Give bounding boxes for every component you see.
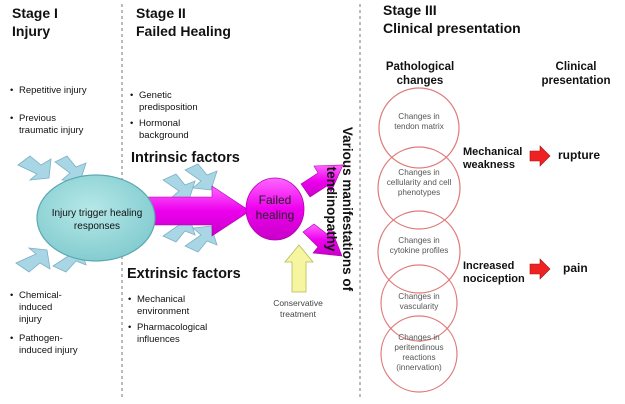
arrow-top-left [17,155,52,181]
change-cytokine: Changes in cytokine profiles [389,236,449,255]
outcome-cause-nociception: Increased nociception [463,260,525,285]
cause-item: •Previous traumatic injury [10,113,84,136]
cause-item: •Repetitive injury [10,85,87,96]
change-tendon-matrix: Changes in tendon matrix [394,112,444,131]
cause-item: •Chemical-induced injury [10,290,62,325]
outcome-cause-mechanical: Mechanical weakness [463,146,523,171]
red-arrow-pain [529,258,551,280]
extrinsic-heading: Extrinsic factors [127,266,241,282]
stage1-subtitle: Injury [12,23,51,39]
stage2-subtitle: Failed Healing [136,23,231,39]
injury-ellipse [36,174,156,262]
stage3-subtitle: Clinical presentation [383,20,521,36]
circle-vascularity [380,264,458,342]
conservative-treatment-arrow [284,244,314,293]
injury-ellipse-label: Injury trigger healing responses [51,208,143,232]
cause-item: •Pathogen-induced injury [10,333,78,356]
change-peritendinous: Changes in peritendinous reactions (inne… [394,333,444,372]
arrow-up-manifestations [300,164,344,198]
change-cellularity: Changes in cellularity and cell phenotyp… [386,168,452,197]
arrow-down-manifestations [302,223,343,257]
manifestations-vertical-label: Various manifestations of tendinopathy [324,126,355,292]
extrinsic-item: •Mechanical environment [128,294,190,317]
circle-tendon-matrix [378,87,460,169]
circle-cellularity [377,146,461,230]
circle-peritendinous [380,315,458,393]
change-vascularity: Changes in vascularity [398,292,440,311]
intrinsic-item: •Genetic predisposition [130,90,198,113]
intrinsic-item: •Hormonal background [130,118,189,141]
failed-healing-label: Failed healing [255,193,295,222]
outcome-result-rupture: rupture [558,148,600,162]
circle-cytokine [377,210,461,294]
arrow-to-failed-healing [147,185,251,237]
extrinsic-item: •Pharmacological influences [128,322,208,345]
stage1-title: Stage I [12,5,58,21]
outcome-result-pain: pain [563,261,588,275]
stage2-title: Stage II [136,5,186,21]
failed-healing-circle [245,177,305,241]
conservative-treatment-label: Conservative treatment [273,298,323,319]
pathological-changes-header: Pathological changes [385,61,455,87]
clinical-presentation-header: Clinical presentation [541,61,611,87]
extrinsic-arrow-2 [184,225,218,253]
arrow-bottom-left [15,247,51,273]
arrow-top-right [54,155,87,183]
red-arrow-rupture [529,145,551,167]
intrinsic-arrow-1 [162,173,196,201]
pathological-circles [377,87,461,393]
intrinsic-heading: Intrinsic factors [131,150,240,166]
intrinsic-arrow-2 [184,163,218,191]
stage3-title: Stage III [383,2,437,18]
